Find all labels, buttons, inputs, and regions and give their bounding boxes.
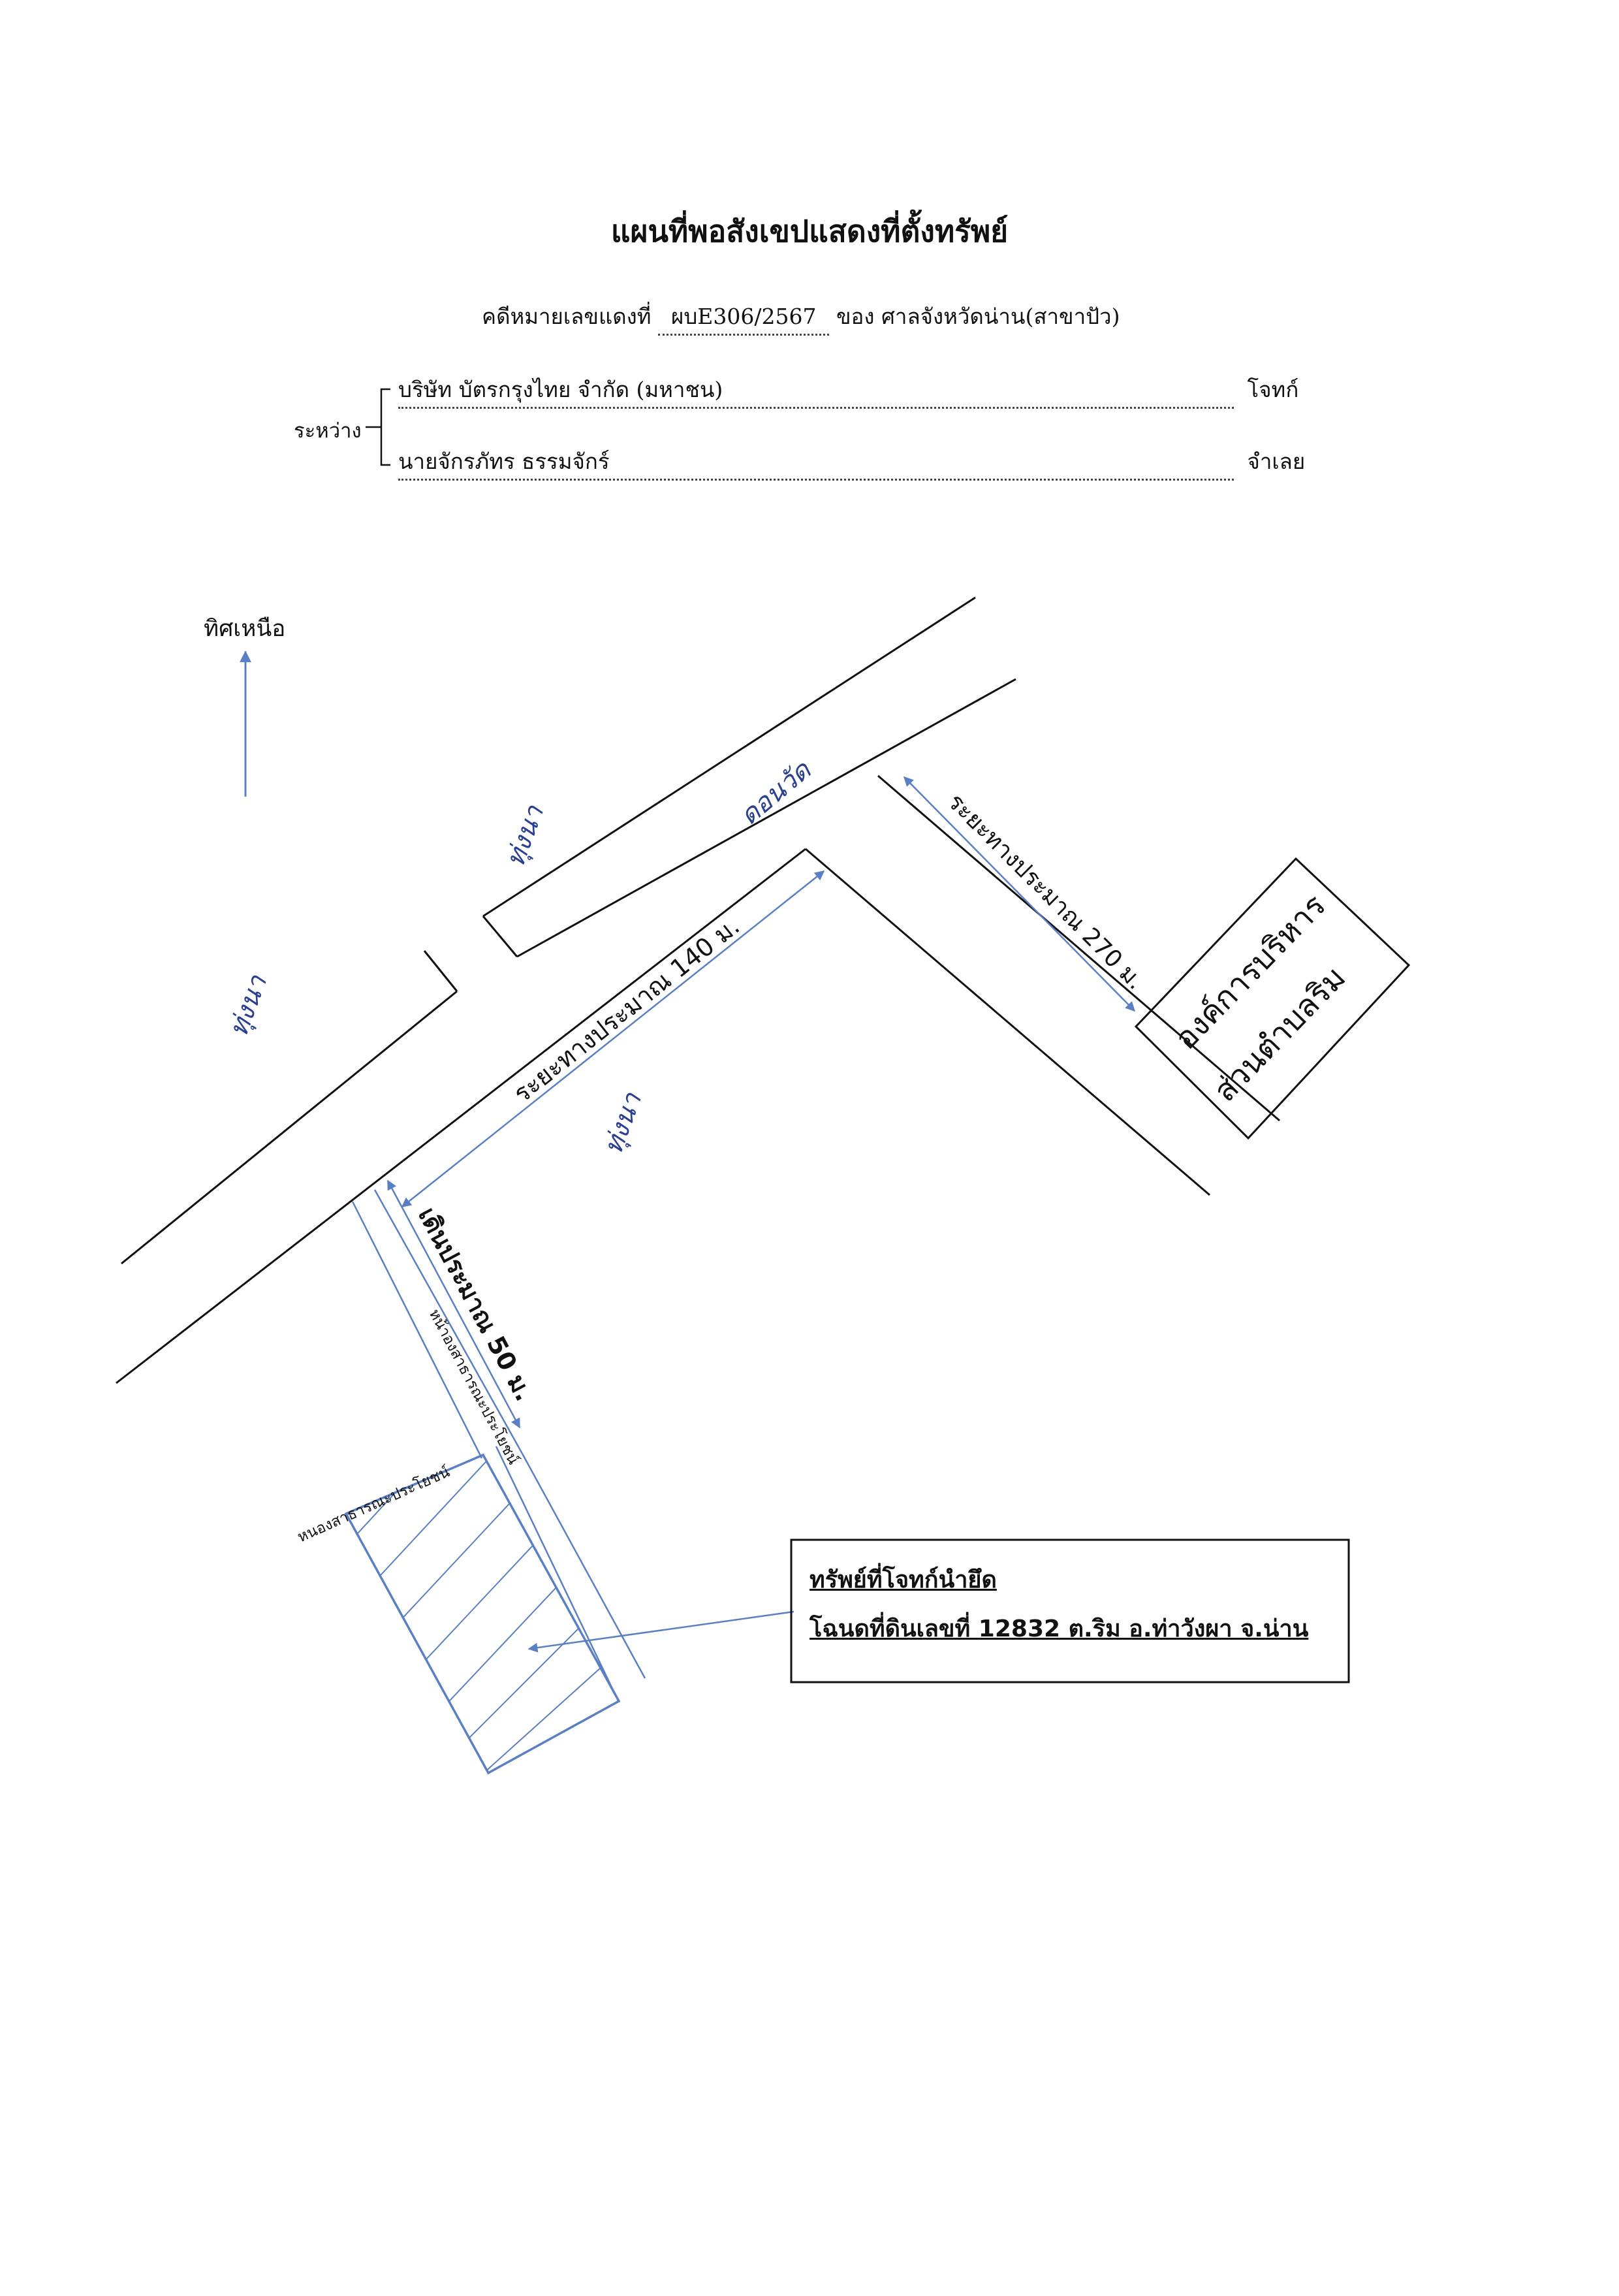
- office-box: [1134, 857, 1411, 1140]
- office-name-line-1: องค์การบริหาร: [1167, 887, 1332, 1057]
- plaintiff-row: บริษัท บัตรกรุงไทย จำกัด (มหาชน) โจทก์: [398, 372, 1298, 409]
- property-box-detail: โฉนดที่ดินเลขที่ 12832 ต.ริม อ.ท่าวังผา …: [810, 1616, 1309, 1642]
- property-box: [790, 1539, 1350, 1683]
- defendant-row: นายจักรภัทร ธรรมจักร์ จำเลย: [398, 444, 1305, 481]
- court-name: ของ ศาลจังหวัดน่าน(สาขาปัว): [836, 304, 1120, 329]
- side-road: [805, 774, 1280, 1196]
- handwritten-field-1: ทุ่งนา: [223, 970, 274, 1040]
- distance-arrow-140: [401, 870, 825, 1207]
- north-label: ทิศเหนือ: [204, 616, 286, 642]
- distance-arrow-50: [386, 1179, 521, 1429]
- public-path-label-2: หนองสาธารณะประโยชน์: [294, 1463, 452, 1546]
- case-number: ผบE306/2567: [658, 299, 830, 336]
- plaintiff-role: โจทก์: [1247, 377, 1299, 402]
- handwritten-field-2: ทุ่งนา: [500, 801, 550, 870]
- plaintiff-name: บริษัท บัตรกรุงไทย จำกัด (มหาชน): [398, 372, 1234, 409]
- defendant-name: นายจักรภัทร ธรรมจักร์: [398, 444, 1234, 481]
- handwritten-field-3: ทุ่งนา: [598, 1088, 648, 1158]
- between-label: ระหว่าง: [294, 419, 362, 443]
- distance-label-270: ระยะทางประมาณ 270 ม.: [943, 788, 1149, 995]
- property-plot: [344, 1453, 621, 1775]
- defendant-role: จำเลย: [1247, 449, 1306, 474]
- pointer-arrow: [527, 1610, 794, 1653]
- page-title: แผนที่พอสังเขปแสดงที่ตั้งทรัพย์: [610, 214, 1009, 249]
- case-prefix: คดีหมายเลขแดงที่: [482, 304, 652, 329]
- handwritten-village: ดอนวัด: [734, 754, 817, 831]
- property-box-title: ทรัพย์ที่โจทก์นำยึด: [810, 1567, 997, 1593]
- case-number-line: คดีหมายเลขแดงที่ ผบE306/2567 ของ ศาลจังห…: [482, 299, 1120, 336]
- distance-arrow-270: [903, 776, 1136, 1012]
